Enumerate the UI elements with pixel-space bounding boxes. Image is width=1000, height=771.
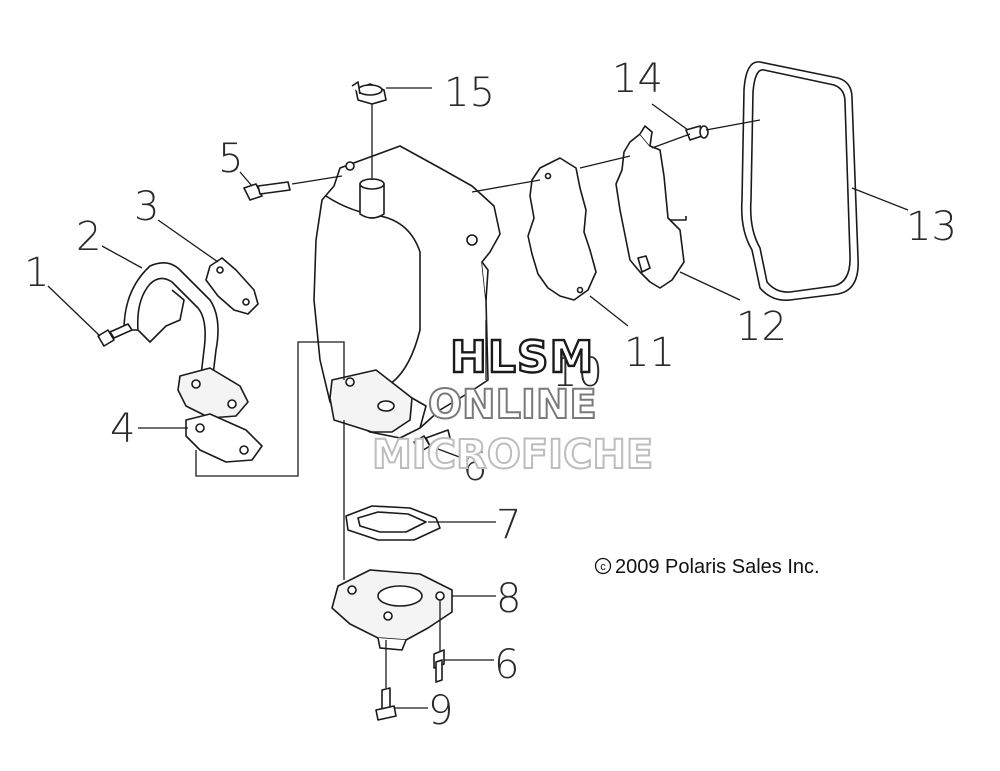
watermark-line-3: MICROFICHE bbox=[372, 432, 653, 478]
part-2-pipe bbox=[123, 262, 219, 385]
pipe-flange bbox=[177, 367, 249, 419]
callout-13: 13 bbox=[906, 204, 957, 250]
part-12-plate bbox=[615, 125, 687, 289]
callout-12: 12 bbox=[736, 304, 787, 350]
callout-7: 7 bbox=[496, 502, 521, 548]
copyright-symbol: c bbox=[600, 561, 606, 573]
part-9-bolt bbox=[375, 687, 397, 721]
watermark-line-2: ONLINE bbox=[428, 382, 597, 428]
callout-1: 1 bbox=[24, 250, 49, 296]
part-6-bolt-upper bbox=[413, 429, 451, 453]
callout-6-upper: 6 bbox=[462, 444, 487, 490]
callout-8: 8 bbox=[496, 576, 521, 622]
part-5-bolt bbox=[243, 181, 291, 201]
callout-numbers: 1 2 3 4 5 6 7 8 6 9 10 11 12 13 14 15 bbox=[24, 56, 957, 734]
callout-2: 2 bbox=[76, 214, 101, 260]
part-1-bolt bbox=[97, 323, 133, 347]
part-7-gasket bbox=[345, 505, 441, 541]
callout-11: 11 bbox=[624, 330, 675, 376]
callout-5: 5 bbox=[218, 136, 243, 182]
part-13-gasket bbox=[740, 61, 859, 302]
callout-15: 15 bbox=[444, 70, 495, 116]
part-6-bolt-lower bbox=[433, 649, 445, 683]
watermark-line-1: HLSM bbox=[450, 332, 594, 383]
callout-14: 14 bbox=[612, 56, 663, 102]
copyright-circle-icon bbox=[594, 557, 612, 575]
watermark: HLSM ONLINE MICROFICHE bbox=[371, 331, 654, 479]
copyright-text: 2009 Polaris Sales Inc. bbox=[615, 556, 820, 578]
callout-6-lower: 6 bbox=[494, 642, 519, 688]
part-15-clamp bbox=[351, 81, 387, 105]
callout-4: 4 bbox=[110, 406, 135, 452]
part-11-reed-plate bbox=[527, 157, 597, 301]
part-14-bolt bbox=[685, 125, 709, 141]
leader-lines bbox=[47, 87, 909, 709]
part-3-gasket bbox=[205, 257, 259, 315]
housing-bracket bbox=[329, 369, 427, 433]
part-8-base bbox=[331, 569, 453, 651]
main-housing bbox=[313, 145, 501, 439]
callout-10: 10 bbox=[552, 350, 603, 396]
callout-9: 9 bbox=[428, 688, 453, 734]
copyright-notice: c 2009 Polaris Sales Inc. bbox=[594, 556, 820, 578]
part-4-gasket bbox=[185, 413, 263, 463]
callout-3: 3 bbox=[134, 184, 159, 230]
